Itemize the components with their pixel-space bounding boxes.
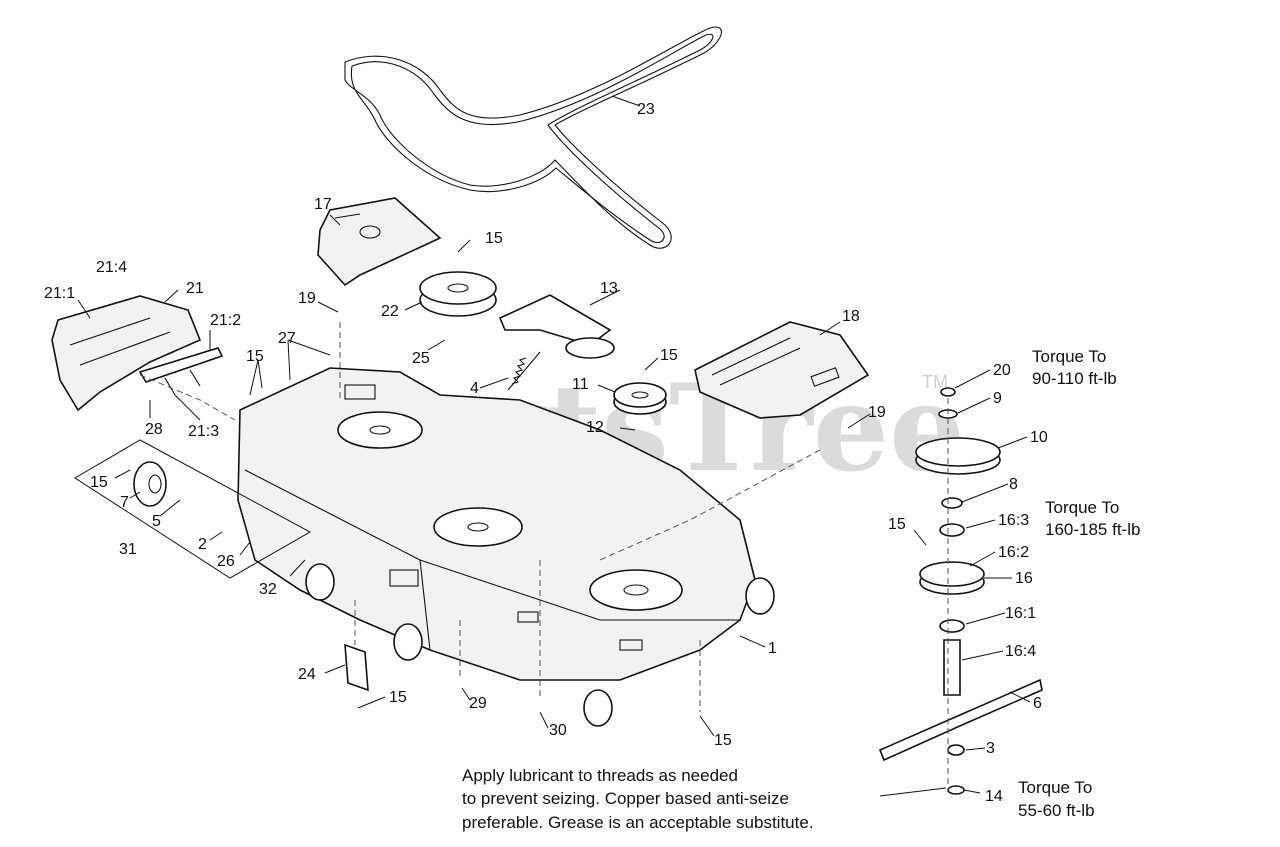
alignment-lines [139,322,949,790]
callout-21: 21 [186,280,204,297]
spindle-stack[interactable] [878,387,1043,795]
callout-5: 5 [152,513,161,530]
callout-15f: 15 [714,732,732,749]
callout-13: 13 [600,280,618,297]
torque-note-3: Torque To 55-60 ft-lb [1018,778,1095,820]
mower-deck-1[interactable] [237,367,756,681]
callout-19b: 19 [868,404,886,421]
callout-labels: 23 17 15 22 19 13 21:4 21:1 21 21:2 27 1… [44,101,1048,805]
callout-22: 22 [381,303,399,320]
lubricant-note: Apply lubricant to threads as needed to … [462,766,814,832]
torque-note-1: Torque To 90-110 ft-lb [1032,347,1117,388]
callout-16-4: 16:4 [1005,643,1036,660]
callout-23: 23 [637,101,655,118]
callout-21-1: 21:1 [44,285,75,302]
callout-24: 24 [298,666,316,683]
svg-text:to prevent seizing. Copper bas: to prevent seizing. Copper based anti-se… [462,789,789,808]
leader-lines [74,95,1031,797]
pulley-22[interactable] [419,271,497,317]
idler-pulley-11[interactable] [613,382,667,415]
callout-10: 10 [1030,429,1048,446]
gauge-wheel-7[interactable] [133,461,167,507]
callout-21-2: 21:2 [210,312,241,329]
callout-15c: 15 [660,347,678,364]
callout-15b: 15 [246,348,264,365]
svg-text:Torque To: Torque To [1032,347,1106,366]
belt[interactable] [344,26,722,249]
callout-17: 17 [314,196,332,213]
callout-26: 26 [217,553,235,570]
bracket-24[interactable] [344,643,369,692]
callout-15e: 15 [389,689,407,706]
belt-cover-18[interactable] [694,321,870,419]
belt-cover-17[interactable] [317,197,442,287]
callout-21-3: 21:3 [188,423,219,440]
callout-28: 28 [145,421,163,438]
callout-15a: 15 [485,230,503,247]
callout-6: 6 [1033,695,1042,712]
callout-27: 27 [278,330,296,347]
callout-16-1: 16:1 [1005,605,1036,622]
svg-text:Torque To: Torque To [1018,778,1092,797]
callout-9: 9 [993,390,1002,407]
svg-text:160-185 ft-lb: 160-185 ft-lb [1045,520,1140,539]
callout-14: 14 [985,788,1003,805]
callout-19a: 19 [298,290,316,307]
bracket-21-2[interactable] [138,347,224,396]
svg-text:preferable. Grease is an accep: preferable. Grease is an acceptable subs… [462,813,814,832]
callout-11: 11 [572,376,589,393]
callout-21-4: 21:4 [96,259,127,276]
callout-7: 7 [120,494,129,511]
callout-16: 16 [1015,570,1033,587]
svg-text:90-110 ft-lb: 90-110 ft-lb [1032,369,1117,388]
callout-18: 18 [842,308,860,325]
callout-3: 3 [986,740,995,757]
deck-wheels[interactable] [305,563,775,727]
callout-25: 25 [412,350,430,367]
watermark-trademark: TM [922,372,948,392]
torque-note-2: Torque To 160-185 ft-lb [1045,498,1140,539]
callout-30: 30 [549,722,567,739]
svg-text:Apply lubricant to threads as: Apply lubricant to threads as needed [462,766,738,785]
cover-21[interactable] [51,295,202,412]
idler-arm-13[interactable] [498,294,615,359]
callout-15g: 15 [888,516,906,533]
callout-1: 1 [768,640,777,657]
spring-4[interactable] [507,351,541,391]
callout-31: 31 [119,541,137,558]
callout-29: 29 [469,695,487,712]
callout-20: 20 [993,362,1011,379]
callout-32: 32 [259,581,277,598]
svg-text:55-60 ft-lb: 55-60 ft-lb [1018,801,1095,820]
svg-text:Torque To: Torque To [1045,498,1119,517]
callout-16-2: 16:2 [998,544,1029,561]
callout-15d: 15 [90,474,108,491]
callout-16-3: 16:3 [998,512,1029,529]
callout-2: 2 [198,536,207,553]
callout-8: 8 [1009,476,1018,493]
callout-12: 12 [586,419,604,436]
callout-4: 4 [470,380,479,397]
